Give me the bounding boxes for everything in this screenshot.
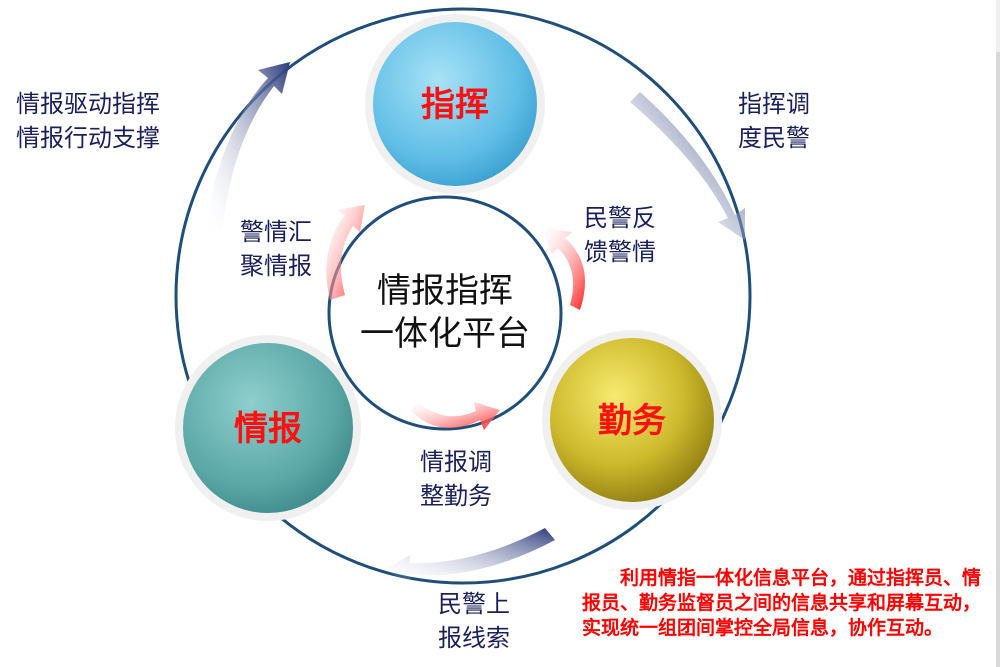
- label-police-feedback-1: 民警反: [584, 204, 656, 232]
- label-intel-to-command-1: 情报驱动指挥: [16, 90, 160, 118]
- description-note: 利用情指一体化信息平台，通过指挥员、情报员、勤务监督员之间的信息共享和屏幕互动，…: [582, 567, 982, 639]
- node-duty-label: 勤务: [598, 401, 666, 441]
- arrow-intel-to-command: [205, 62, 290, 232]
- node-intel-label: 情报: [234, 409, 302, 449]
- label-intel-to-command-2: 情报行动支撑: [16, 124, 160, 152]
- node-duty: 勤务: [542, 330, 722, 510]
- label-intel-adjust-2: 整勤务: [420, 482, 492, 510]
- arrow-command-to-duty: [630, 92, 745, 240]
- center-title-line2: 一体化平台: [360, 314, 530, 354]
- arrow-duty-to-intel: [385, 528, 555, 585]
- node-intel: 情报: [175, 335, 361, 521]
- label-police-feedback-2: 馈警情: [584, 238, 656, 266]
- arrow-intel-adjust: [410, 402, 500, 430]
- center-title-line1: 情报指挥: [377, 271, 513, 311]
- scrollbar[interactable]: [996, 0, 1000, 667]
- label-command-to-duty-1: 指挥调: [738, 90, 810, 118]
- label-alarm-gather-2: 聚情报: [240, 252, 312, 280]
- scrollbar-thumb[interactable]: [996, 52, 1000, 667]
- label-duty-to-intel-1: 民警上: [438, 590, 510, 618]
- label-command-to-duty-2: 度民警: [738, 124, 810, 152]
- label-alarm-gather-1: 警情汇: [240, 218, 312, 246]
- arrow-alarm-gather: [326, 205, 365, 300]
- label-intel-adjust-1: 情报调: [420, 448, 492, 476]
- inner-ring: [327, 195, 563, 431]
- label-duty-to-intel-2: 报线索: [438, 624, 510, 652]
- arrow-police-feedback: [542, 228, 585, 310]
- outer-ring: [174, 7, 752, 585]
- node-command-label: 指挥: [421, 85, 489, 125]
- node-command: 指挥: [365, 14, 545, 194]
